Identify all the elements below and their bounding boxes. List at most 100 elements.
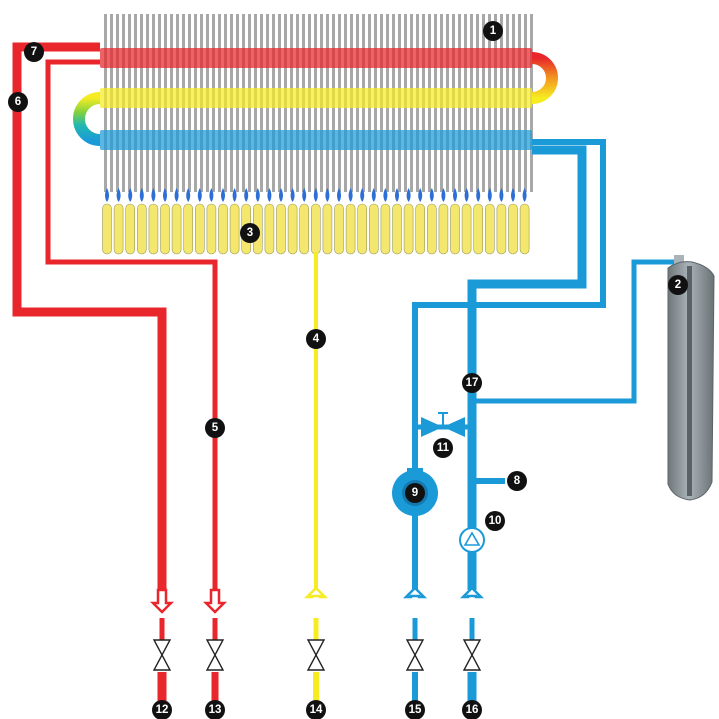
burner-flame [476, 188, 481, 202]
burner-tube [195, 203, 205, 255]
bypass-valve [421, 412, 465, 437]
burner-flame [464, 188, 469, 202]
valve-heating-flow [152, 639, 172, 671]
arrow-dhw-outlet [202, 588, 228, 614]
burner-tube [287, 203, 298, 255]
burner-tube [171, 203, 182, 255]
connection-arrows [149, 586, 485, 614]
burner-flame [453, 188, 457, 202]
svg-text:16: 16 [466, 704, 479, 716]
burner-tube [357, 203, 368, 255]
burner-flame [163, 188, 167, 202]
burner-tube [310, 203, 321, 255]
burner-tube [345, 203, 356, 255]
svg-text:4: 4 [313, 333, 320, 345]
burner-flame [197, 188, 202, 202]
burner-flame [186, 188, 191, 202]
burner-tube [380, 203, 391, 255]
burner-flame [151, 188, 156, 202]
burner-flame [221, 188, 225, 202]
left-u-bend [73, 92, 101, 146]
svg-text:6: 6 [15, 96, 21, 108]
burner-tube [264, 203, 275, 255]
hot-tube [100, 48, 532, 68]
burner-tube [113, 203, 124, 255]
heating-flow-pipe [12, 42, 167, 590]
burner-flame [395, 188, 399, 202]
burner-tube [426, 203, 437, 255]
check-valve-arrow [463, 531, 481, 546]
svg-text:17: 17 [466, 377, 479, 389]
vessel-top-connector [674, 255, 684, 269]
label-2: 2 [668, 275, 688, 295]
burner-tube [392, 203, 402, 255]
svg-text:15: 15 [409, 704, 422, 716]
label-11: 11 [433, 438, 453, 458]
burner-flame [406, 188, 411, 202]
burner-tube [206, 203, 217, 255]
svg-text:14: 14 [310, 704, 323, 716]
label-9: 9 [405, 483, 425, 503]
burner-flame [441, 188, 446, 202]
svg-text:10: 10 [489, 515, 502, 527]
label-6: 6 [8, 92, 28, 112]
burner-flame [499, 188, 504, 202]
svg-text:3: 3 [247, 227, 253, 239]
burner-tube [229, 203, 240, 255]
burner-tube [519, 203, 530, 255]
mid-tube [100, 88, 532, 108]
burner-flame [487, 188, 492, 202]
burner-flame [105, 188, 109, 202]
burner-flame [429, 188, 434, 202]
label-5: 5 [205, 418, 225, 438]
label-16: 16 [462, 700, 482, 719]
right-u-bend [531, 52, 558, 104]
burner-tube [218, 203, 228, 255]
burner-flame [128, 188, 133, 202]
burner-flame [255, 188, 260, 202]
label-8: 8 [507, 471, 527, 491]
arrow-cold-inlet [459, 586, 485, 599]
svg-text:2: 2 [675, 279, 681, 291]
arrow-heating-return [402, 586, 428, 599]
burner-flame [313, 188, 318, 202]
burner-flame [244, 188, 249, 202]
burner-tube [415, 203, 426, 255]
burner-tube [450, 203, 460, 255]
vessel-diaphragm [687, 266, 692, 496]
svg-text:12: 12 [156, 704, 169, 716]
burner-flame [511, 188, 515, 202]
heat-exchanger-tubes [73, 48, 558, 150]
valve-heating-return [405, 639, 425, 671]
burner-tube [183, 203, 193, 255]
label-7: 7 [24, 42, 44, 62]
return-outer-pipe [412, 139, 606, 590]
arrow-heating-flow [149, 588, 175, 614]
burner-tube [148, 203, 159, 255]
burner-tube [508, 203, 518, 255]
burner-tube [102, 203, 112, 255]
burner-tube [322, 203, 333, 255]
expansion-line [472, 259, 678, 404]
isolation-valves [152, 618, 482, 671]
label-13: 13 [205, 700, 225, 719]
burner-tube [496, 203, 507, 255]
burner-tube [334, 203, 344, 255]
svg-text:7: 7 [31, 46, 37, 58]
burner-tube [403, 203, 414, 255]
burner-tube [137, 203, 147, 255]
burner-flame [267, 188, 272, 202]
label-3: 3 [240, 223, 260, 243]
svg-text:1: 1 [490, 25, 497, 37]
label-12: 12 [152, 700, 172, 719]
valve-cold-inlet [462, 639, 482, 671]
svg-text:9: 9 [412, 487, 418, 499]
burner-flame [371, 188, 376, 202]
label-10: 10 [485, 511, 505, 531]
expansion-vessel [667, 255, 715, 501]
burner-flame [232, 188, 237, 202]
label-1: 1 [483, 21, 503, 41]
burner-tube [473, 203, 484, 255]
burner-flame [418, 188, 423, 202]
